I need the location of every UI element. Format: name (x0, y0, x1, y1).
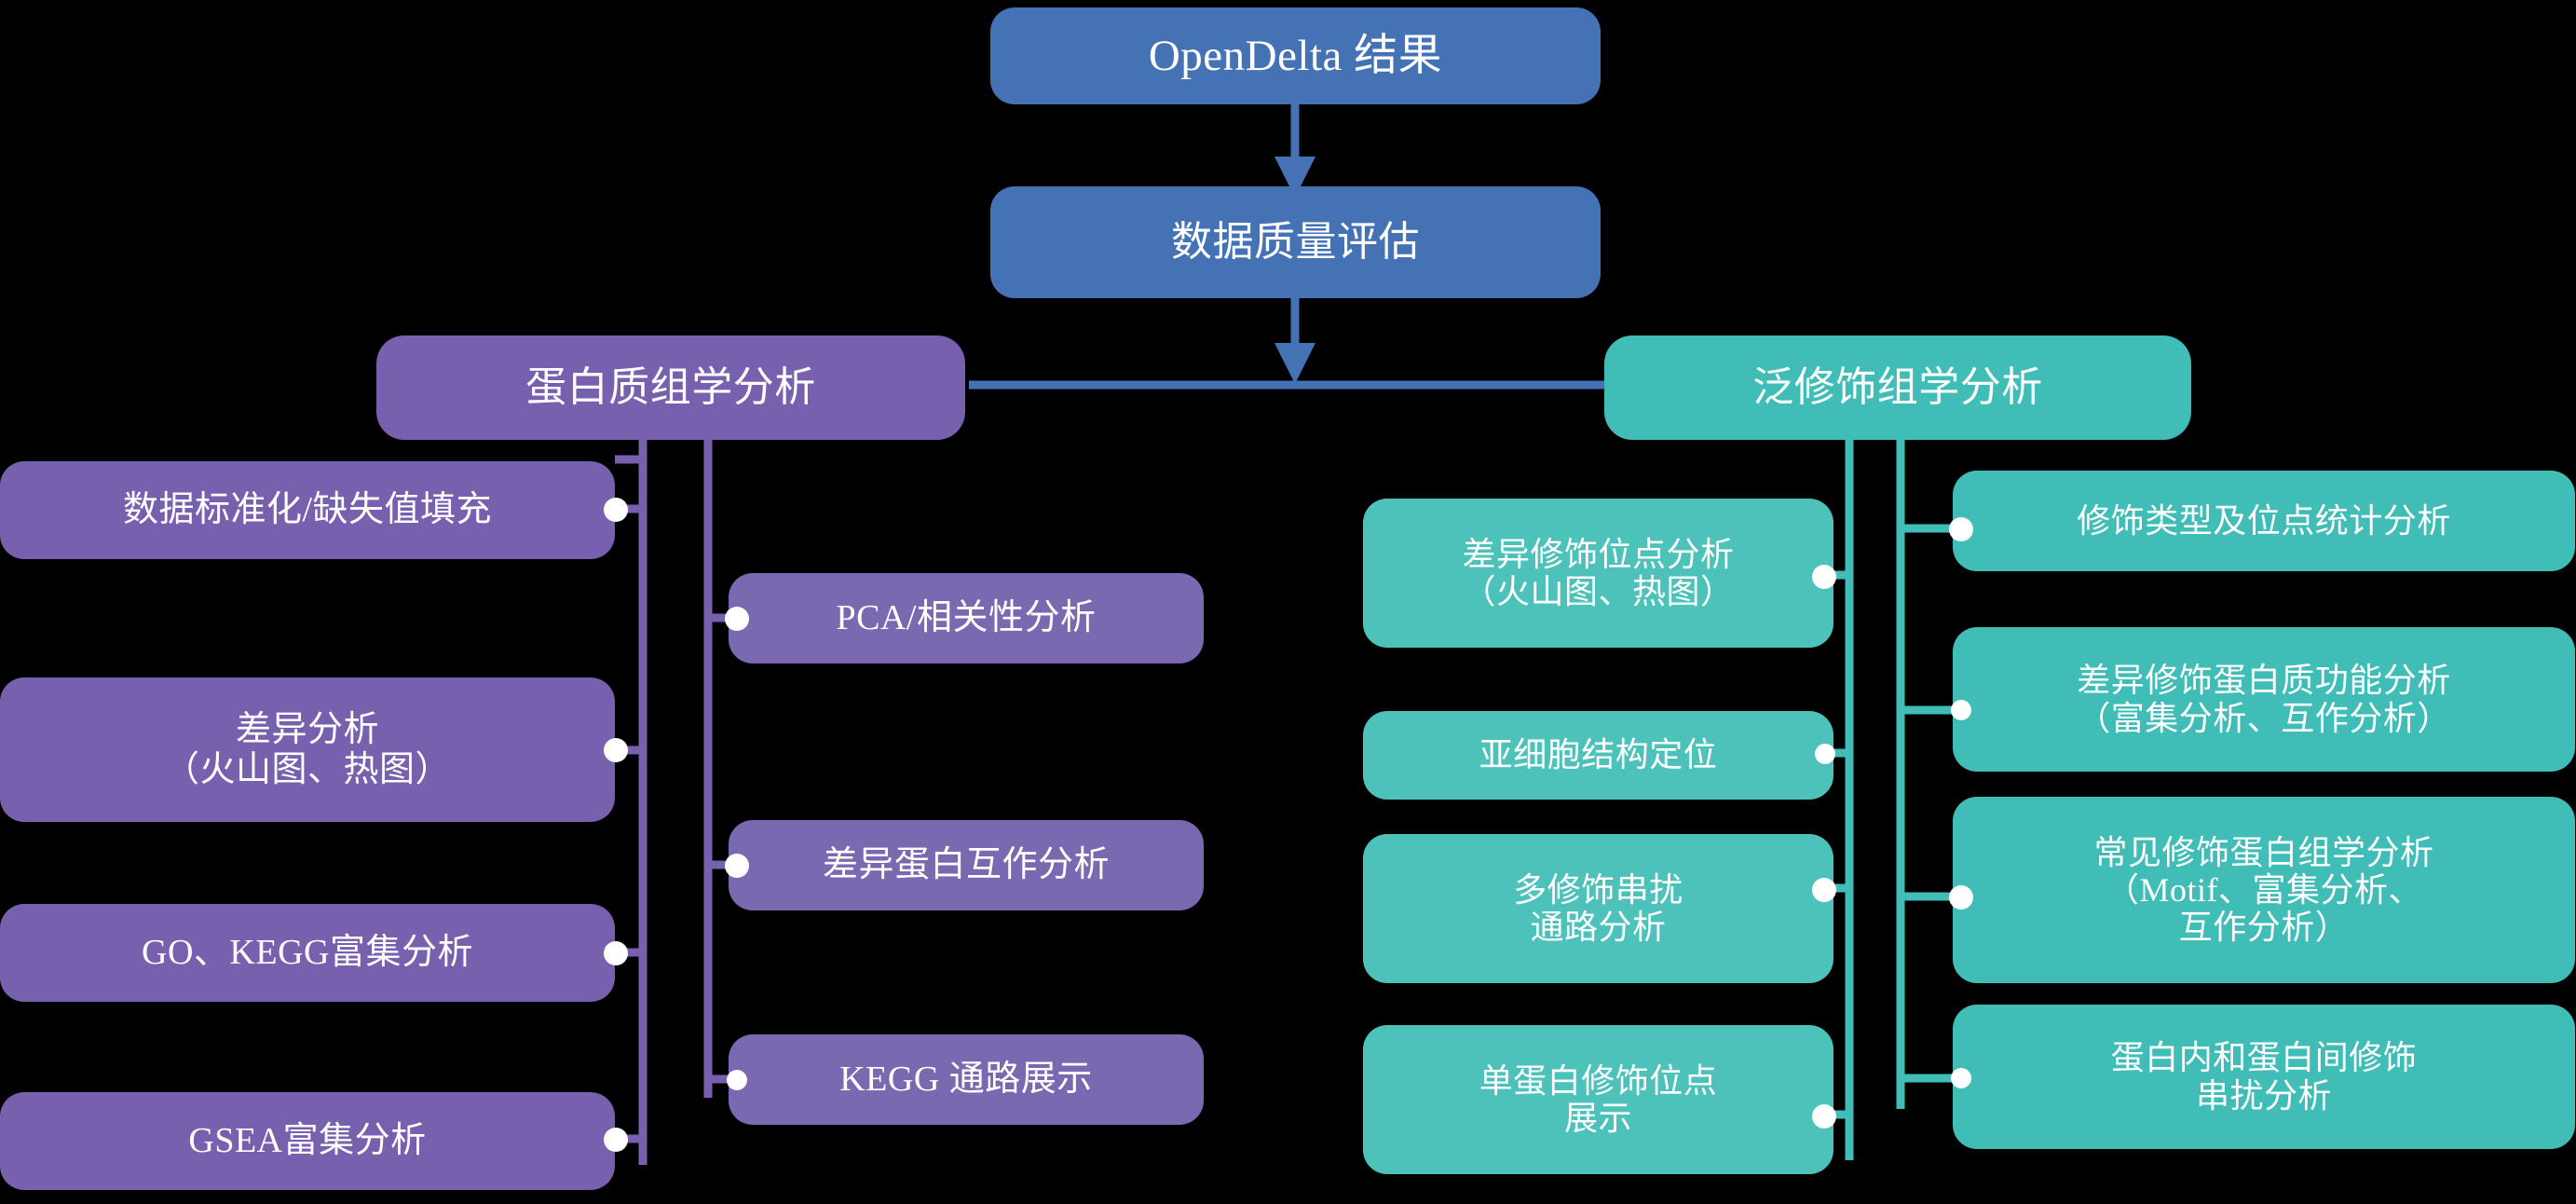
knob-proteomics-left-1 (604, 498, 628, 522)
knob-modifomics-left-2 (1815, 744, 1835, 764)
node-modifomics-left-3[interactable]: 多修饰串扰 通路分析 (1363, 834, 1833, 983)
knob-proteomics-right-3 (727, 1070, 747, 1090)
knob-proteomics-left-3 (604, 941, 628, 965)
knob-proteomics-right-2 (725, 854, 749, 878)
node-modifomics-right-3[interactable]: 常见修饰蛋白组学分析 （Motif、富集分析、 互作分析） (1953, 797, 2575, 983)
knob-proteomics-left-2 (604, 738, 628, 762)
knob-proteomics-left-4 (604, 1128, 628, 1152)
node-proteomics-left-1[interactable]: 数据标准化/缺失值填充 (0, 461, 615, 559)
node-modifomics-right-4[interactable]: 蛋白内和蛋白间修饰 串扰分析 (1953, 1005, 2575, 1149)
node-modifomics-left-1[interactable]: 差异修饰位点分析 （火山图、热图） (1363, 499, 1833, 648)
node-data-quality[interactable]: 数据质量评估 (990, 186, 1601, 298)
knob-modifomics-left-3 (1812, 878, 1836, 902)
knob-proteomics-right-1 (725, 607, 749, 631)
knob-modifomics-left-1 (1812, 565, 1836, 589)
node-modifomics-left-4[interactable]: 单蛋白修饰位点 展示 (1363, 1025, 1833, 1174)
knob-modifomics-right-1 (1949, 517, 1973, 541)
node-modifomics-right-2[interactable]: 差异修饰蛋白质功能分析 （富集分析、互作分析） (1953, 627, 2575, 772)
node-proteomics-left-2[interactable]: 差异分析 （火山图、热图） (0, 677, 615, 822)
node-proteomics-right-1[interactable]: PCA/相关性分析 (729, 573, 1204, 664)
knob-modifomics-right-3 (1949, 885, 1973, 910)
node-proteomics-right-2[interactable]: 差异蛋白互作分析 (729, 820, 1204, 910)
node-root[interactable]: OpenDelta 结果 (990, 7, 1601, 104)
knob-modifomics-left-4 (1812, 1104, 1836, 1129)
node-modifomics-right-1[interactable]: 修饰类型及位点统计分析 (1953, 471, 2575, 571)
knob-modifomics-right-4 (1951, 1068, 1971, 1088)
node-proteomics-header[interactable]: 蛋白质组学分析 (376, 335, 965, 440)
arrow-qc-down (1274, 343, 1315, 384)
knob-modifomics-right-2 (1951, 700, 1971, 720)
node-proteomics-left-4[interactable]: GSEA富集分析 (0, 1092, 615, 1190)
node-proteomics-left-3[interactable]: GO、KEGG富集分析 (0, 904, 615, 1002)
node-modifomics-left-2[interactable]: 亚细胞结构定位 (1363, 711, 1833, 800)
node-modifomics-header[interactable]: 泛修饰组学分析 (1604, 335, 2191, 440)
node-proteomics-right-3[interactable]: KEGG 通路展示 (729, 1034, 1204, 1125)
